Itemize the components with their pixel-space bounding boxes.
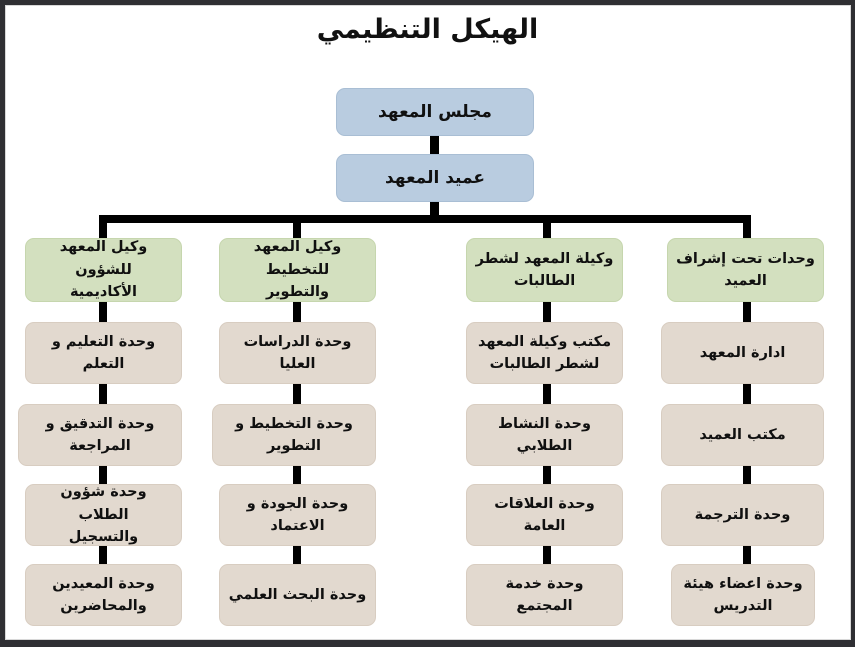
connector-col3-seg4 [543, 546, 551, 564]
node-unit-planning-development[interactable]: وحدة التخطيط و التطوير [212, 404, 376, 466]
node-label: وحدة البحث العلمي [228, 586, 367, 603]
connector-col1-seg1 [99, 302, 107, 322]
node-label: وحدة التدقيق و المراجعة [45, 415, 155, 454]
node-label: وحدة المعيدين والمحاضرين [52, 575, 155, 614]
node-label: مكتب العميد [699, 426, 786, 443]
connector-drop-column-2 [293, 215, 301, 238]
node-unit-public-relations[interactable]: وحدة العلاقات العامة [466, 484, 623, 546]
connector-col4-seg3 [743, 466, 751, 484]
connector-col1-seg4 [99, 546, 107, 564]
node-label: وحدة شؤون الطلاب والتسجيل [60, 484, 147, 546]
connector-drop-column-4 [743, 215, 751, 238]
connector-drop-column-3 [543, 215, 551, 238]
node-label: وحدة الترجمة [694, 506, 791, 523]
node-label: مكتب وكيلة المعهد لشطر الطالبات [477, 333, 612, 372]
node-institute-dean[interactable]: عميد المعهد [336, 154, 534, 202]
node-head-female-students-section[interactable]: وكيلة المعهد لشطر الطالبات [466, 238, 623, 302]
connector-col4-seg2 [743, 384, 751, 404]
node-label: وحدة التخطيط و التطوير [235, 415, 353, 454]
node-label: وحدات تحت إشراف العميد [676, 250, 815, 289]
node-head-planning-development[interactable]: وكيل المعهد للتخطيط والتطوير [219, 238, 376, 302]
page-frame-right [851, 0, 855, 647]
node-unit-quality-accreditation[interactable]: وحدة الجودة و الاعتماد [219, 484, 376, 546]
node-unit-vice-dean-office-female-section[interactable]: مكتب وكيلة المعهد لشطر الطالبات [466, 322, 623, 384]
node-label: وحدة خدمة المجتمع [505, 575, 584, 614]
connector-col2-seg3 [293, 466, 301, 484]
page-frame-top [0, 0, 855, 5]
connector-col3-seg1 [543, 302, 551, 322]
page-inner-border [5, 5, 851, 640]
connector-council-to-dean [430, 136, 439, 154]
page-frame-left [0, 0, 5, 647]
node-label: ادارة المعهد [699, 344, 786, 361]
connector-col4-seg1 [743, 302, 751, 322]
node-label: وكيلة المعهد لشطر الطالبات [475, 250, 614, 289]
connector-horizontal-bus [99, 215, 751, 223]
connector-col3-seg2 [543, 384, 551, 404]
page-title: الهيكل التنظيمي [316, 14, 539, 45]
connector-col2-seg4 [293, 546, 301, 564]
node-unit-student-affairs-registration[interactable]: وحدة شؤون الطلاب والتسجيل [25, 484, 182, 546]
connector-col2-seg1 [293, 302, 301, 322]
node-unit-scientific-research[interactable]: وحدة البحث العلمي [219, 564, 376, 626]
node-label: وحدة الدراسات العليا [243, 333, 352, 372]
node-unit-audit-review[interactable]: وحدة التدقيق و المراجعة [18, 404, 182, 466]
node-label: وحدة النشاط الطلابي [497, 415, 592, 454]
node-label: وحدة اعضاء هيئة التدريس [683, 575, 803, 614]
node-unit-assistants-lecturers[interactable]: وحدة المعيدين والمحاضرين [25, 564, 182, 626]
connector-col3-seg3 [543, 466, 551, 484]
node-unit-translation[interactable]: وحدة الترجمة [661, 484, 824, 546]
node-label: وحدة الجودة و الاعتماد [246, 495, 349, 534]
connector-col4-seg4 [743, 546, 751, 564]
node-unit-faculty-members[interactable]: وحدة اعضاء هيئة التدريس [671, 564, 815, 626]
node-label: وكيل المعهد للشؤون الأكاديمية [59, 239, 148, 301]
node-label: وكيل المعهد للتخطيط والتطوير [253, 239, 342, 301]
node-label: وحدة العلاقات العامة [494, 495, 595, 534]
connector-col1-seg3 [99, 466, 107, 484]
page-frame-bottom [0, 640, 855, 647]
node-unit-institute-administration[interactable]: ادارة المعهد [661, 322, 824, 384]
node-unit-community-service[interactable]: وحدة خدمة المجتمع [466, 564, 623, 626]
node-unit-teaching-learning[interactable]: وحدة التعليم و التعلم [25, 322, 182, 384]
node-unit-dean-office[interactable]: مكتب العميد [661, 404, 824, 466]
node-head-academic-affairs[interactable]: وكيل المعهد للشؤون الأكاديمية [25, 238, 182, 302]
node-label: عميد المعهد [385, 167, 485, 188]
node-unit-graduate-studies[interactable]: وحدة الدراسات العليا [219, 322, 376, 384]
node-head-dean-supervised-units[interactable]: وحدات تحت إشراف العميد [667, 238, 824, 302]
node-institute-council[interactable]: مجلس المعهد [336, 88, 534, 136]
node-label: وحدة التعليم و التعلم [51, 333, 156, 372]
node-label: مجلس المعهد [378, 101, 492, 122]
connector-dean-stem [430, 202, 439, 216]
node-unit-student-activity[interactable]: وحدة النشاط الطلابي [466, 404, 623, 466]
connector-drop-column-1 [99, 215, 107, 238]
connector-col2-seg2 [293, 384, 301, 404]
connector-col1-seg2 [99, 384, 107, 404]
